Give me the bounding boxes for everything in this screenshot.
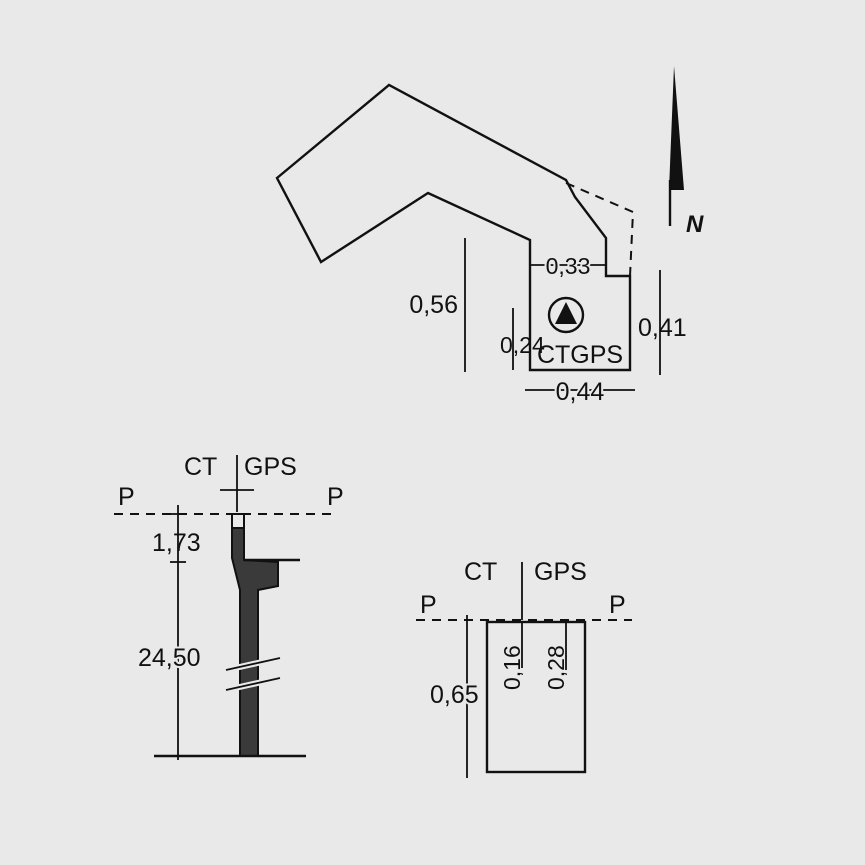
section-left-plane-right: P <box>327 483 344 511</box>
section-right-plane-left: P <box>420 591 437 619</box>
gps-marker-icon <box>547 296 585 334</box>
dim-plan-marker-offset: 0,24 <box>500 332 545 358</box>
dim-section-right-b: 0,28 <box>543 645 569 690</box>
dim-section-right-a: 0,16 <box>499 645 525 690</box>
dim-plan-height-right: 0,41 <box>638 314 687 342</box>
dashed-extension <box>565 182 635 277</box>
section-left: CT GPS P P 1,73 24,50 <box>114 453 344 760</box>
section-left-plane-left: P <box>118 483 135 511</box>
section-right: CT GPS P P 0,65 0,16 0,28 <box>416 558 632 778</box>
dim-section-right-height: 0,65 <box>430 681 479 709</box>
dim-section-left-height: 24,50 <box>138 644 201 672</box>
dim-section-left-top: 1,73 <box>152 529 201 557</box>
section-right-title-gps: GPS <box>534 558 587 586</box>
dim-plan-width-top: 0,33 <box>546 253 591 279</box>
plan-view: CTGPS 0,33 0,56 0,24 0,41 0,44 <box>275 83 687 408</box>
plan-marker-label: CTGPS <box>537 341 623 369</box>
north-label: N <box>686 211 704 238</box>
building-outline <box>275 83 632 372</box>
section-left-title-gps: GPS <box>244 453 297 481</box>
section-right-title-ct: CT <box>464 558 497 586</box>
wall-section <box>225 513 300 757</box>
dim-plan-width-bottom: 0,44 <box>556 378 605 406</box>
north-arrow-icon: N <box>668 66 704 238</box>
section-right-plane-right: P <box>609 591 626 619</box>
section-left-title-ct: CT <box>184 453 217 481</box>
pillar-section <box>485 620 587 774</box>
dim-plan-height-left: 0,56 <box>409 291 458 319</box>
